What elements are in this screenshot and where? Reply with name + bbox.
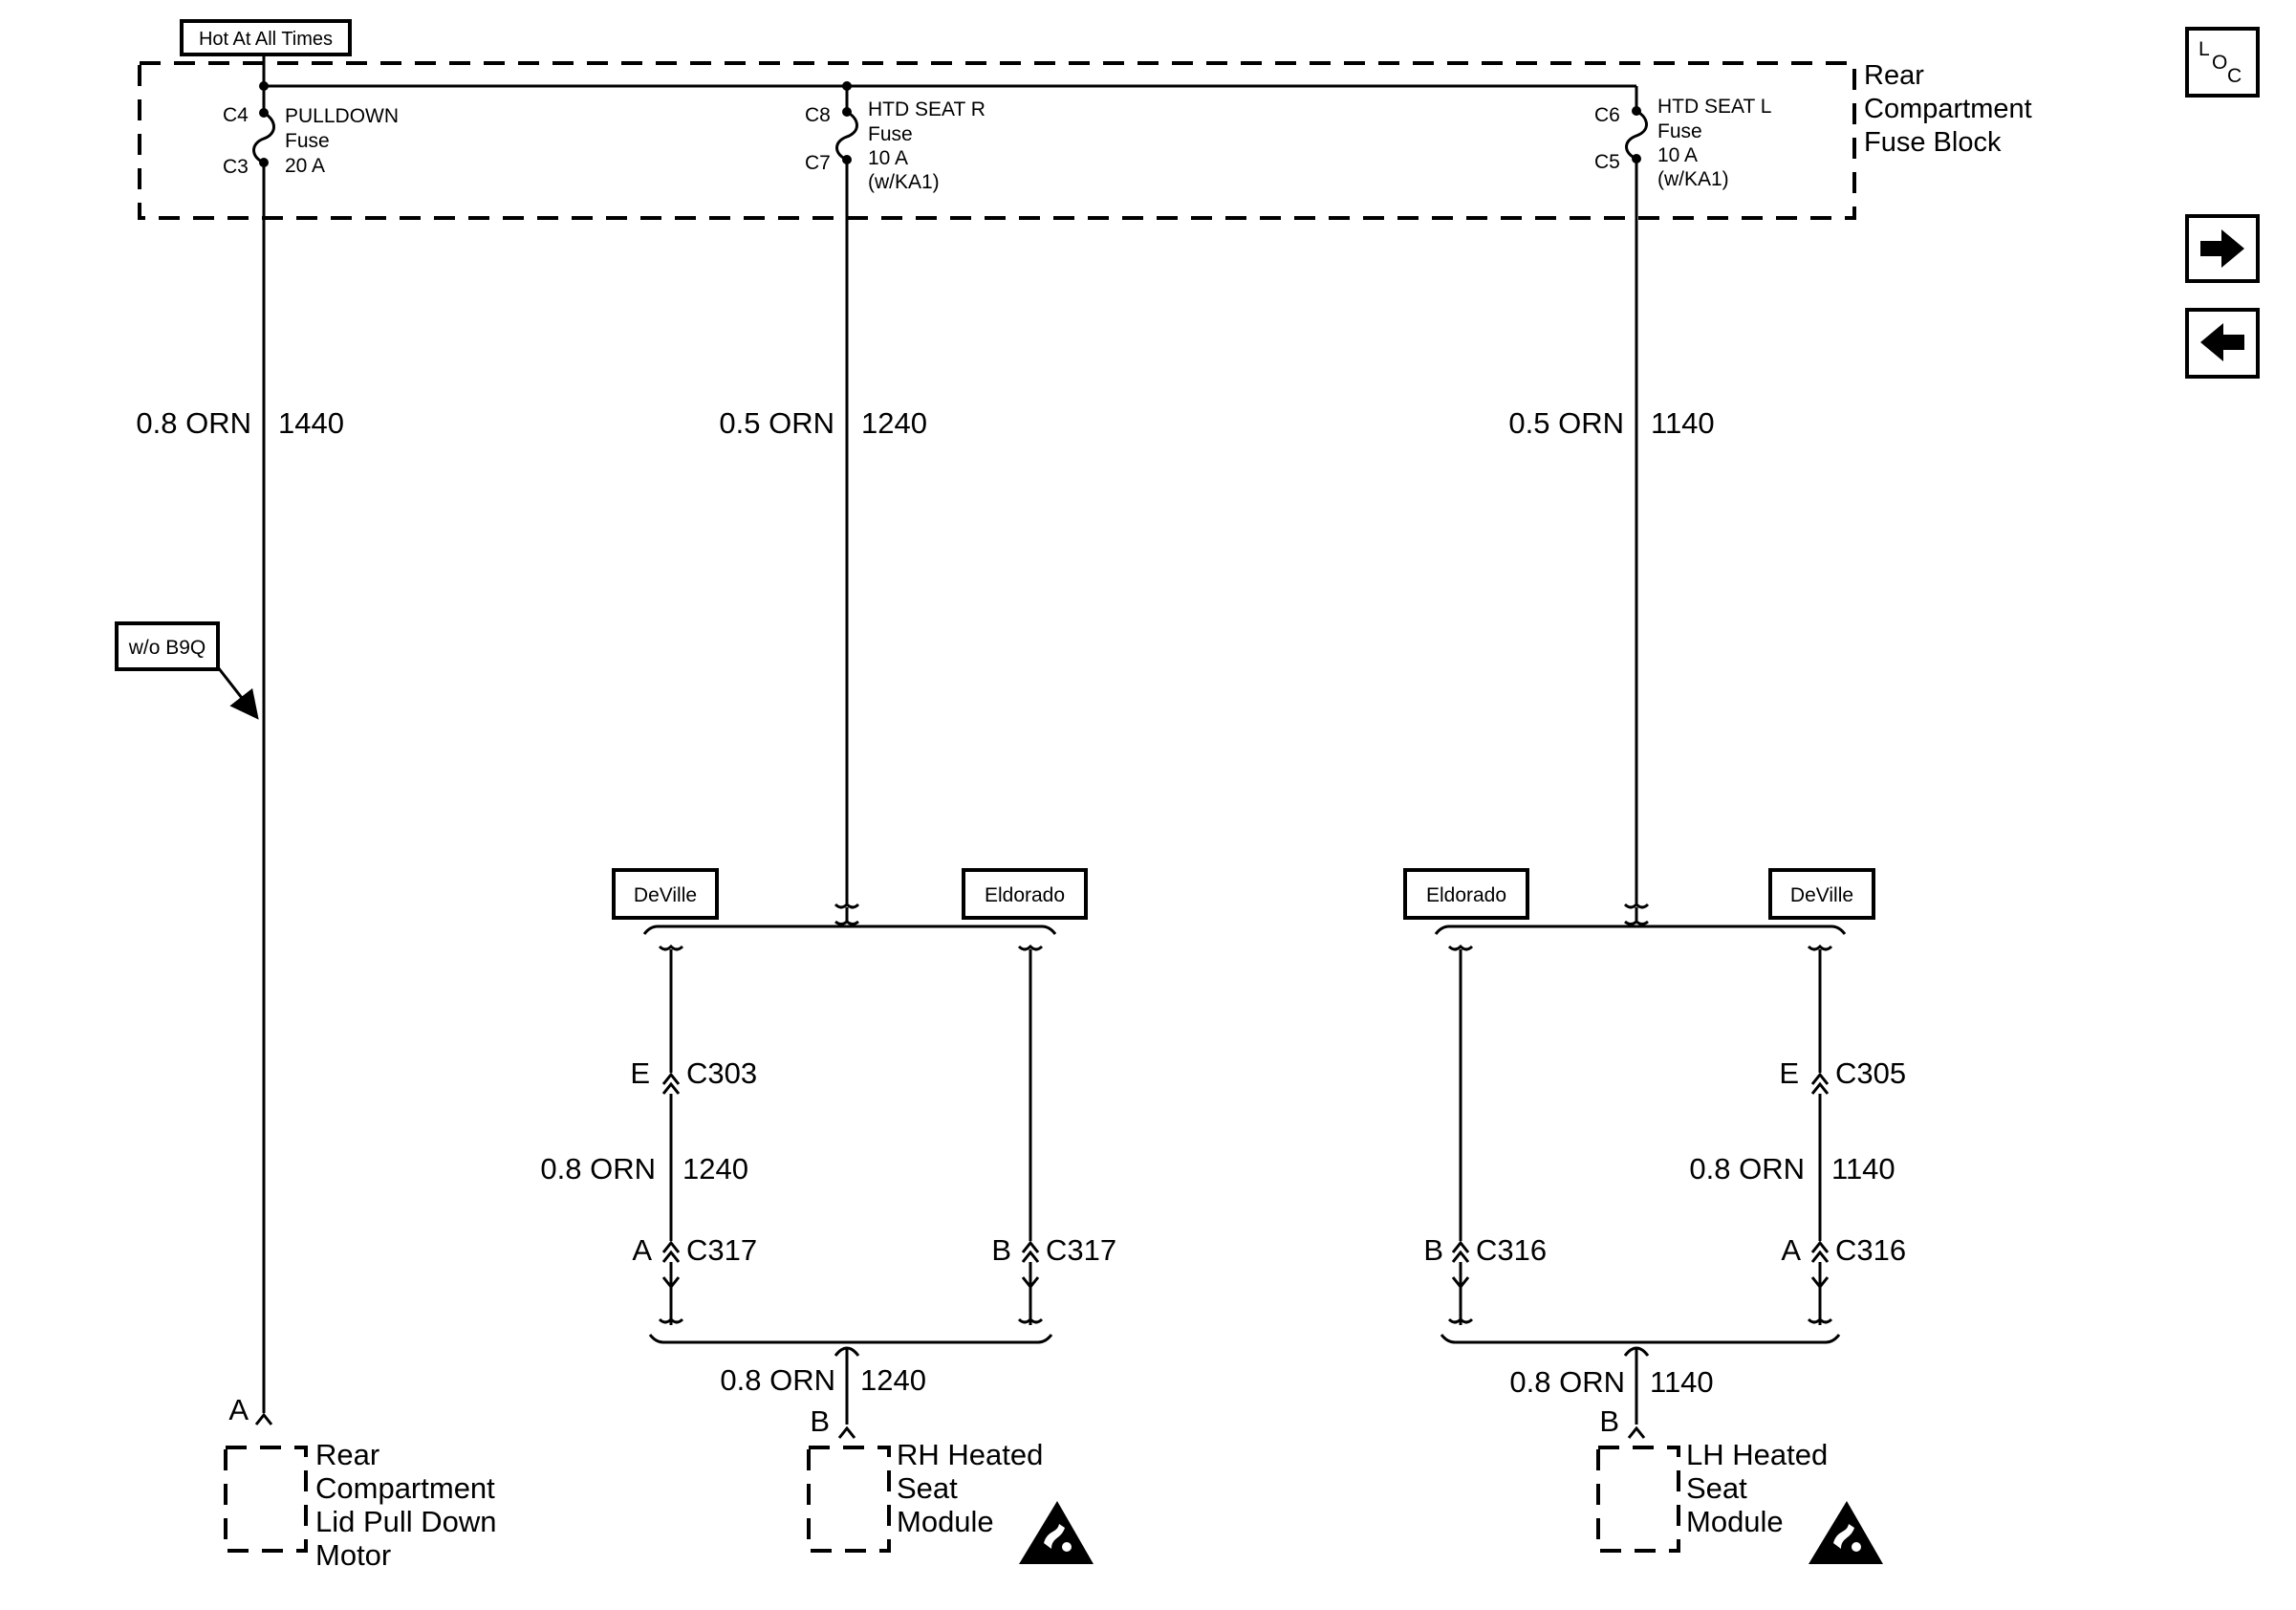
rh-seat-label-3: Module bbox=[897, 1505, 994, 1538]
fuse-block-label-2: Compartment bbox=[1864, 94, 2032, 124]
seat-r-mid-circuit: 1240 bbox=[682, 1152, 748, 1186]
variant-label-left-deville: DeVille bbox=[1790, 884, 1853, 906]
left-arrow-icon bbox=[2200, 323, 2244, 361]
motor-label-1: Rear bbox=[315, 1438, 379, 1471]
seat-r-lower-join bbox=[648, 1334, 1053, 1439]
lh-seat-label-1: LH Heated bbox=[1686, 1438, 1828, 1471]
seat-r-eldorado-path bbox=[1017, 944, 1044, 1325]
rh-seat-label-2: Seat bbox=[897, 1471, 958, 1505]
lh-seat-outline bbox=[1596, 1446, 1680, 1553]
loc-icon-o: O bbox=[2212, 52, 2227, 74]
seat-r-low-circuit: 1240 bbox=[860, 1363, 926, 1397]
htd-seat-r-fuse-rating: 10 A bbox=[868, 147, 908, 169]
option-arrow bbox=[216, 666, 259, 720]
htd-seat-r-fuse bbox=[835, 81, 858, 164]
motor-pin: A bbox=[228, 1393, 249, 1426]
seat-r-upper-split bbox=[642, 902, 1057, 935]
rh-seat-pin: B bbox=[810, 1404, 830, 1438]
hot-at-all-times-box bbox=[180, 19, 352, 56]
seat-r-wire-gauge: 0.5 ORN bbox=[719, 406, 834, 440]
variant-label-right-deville: DeVille bbox=[634, 884, 697, 906]
seat-r-low-gauge: 0.8 ORN bbox=[720, 1363, 835, 1397]
htd-seat-l-fuse-option: (w/KA1) bbox=[1657, 168, 1729, 190]
pulldown-fuse-in-pin: C4 bbox=[223, 104, 249, 126]
loc-icon-l: L bbox=[2199, 38, 2210, 60]
seat-l-mid-circuit: 1140 bbox=[1831, 1152, 1895, 1186]
htd-seat-l-fuse-rating: 10 A bbox=[1657, 144, 1698, 166]
c303-pin: E bbox=[630, 1056, 650, 1090]
htd-seat-r-out-pin: C7 bbox=[805, 152, 831, 174]
lh-seat-label-3: Module bbox=[1686, 1505, 1784, 1538]
seat-l-mid-gauge: 0.8 ORN bbox=[1689, 1152, 1805, 1186]
htd-seat-l-out-pin: C5 bbox=[1594, 151, 1620, 173]
htd-seat-r-fuse-option: (w/KA1) bbox=[868, 171, 940, 193]
seat-l-wire-circuit: 1140 bbox=[1651, 406, 1715, 440]
c305-pin: E bbox=[1779, 1056, 1799, 1090]
htd-seat-l-fuse-type: Fuse bbox=[1657, 120, 1702, 142]
pulldown-fuse-out-pin: C3 bbox=[223, 156, 249, 178]
loc-icon-c: C bbox=[2227, 65, 2242, 87]
option-label: w/o B9Q bbox=[128, 637, 206, 659]
c317b-pin: B bbox=[991, 1233, 1011, 1267]
c305-label: C305 bbox=[1835, 1056, 1906, 1090]
pulldown-fuse-rating: 20 A bbox=[285, 155, 325, 177]
motor-outline bbox=[224, 1446, 308, 1553]
seat-r-deville-path bbox=[658, 944, 684, 1325]
seat-l-upper-split bbox=[1434, 902, 1847, 935]
seat-r-mid-gauge: 0.8 ORN bbox=[540, 1152, 656, 1186]
variant-box-right-deville bbox=[612, 868, 719, 920]
previous-page-button[interactable] bbox=[2185, 308, 2260, 379]
c303-label: C303 bbox=[686, 1056, 757, 1090]
variant-label-right-eldorado: Eldorado bbox=[985, 884, 1065, 906]
variant-box-right-eldorado bbox=[962, 868, 1088, 920]
c316b-label: C316 bbox=[1476, 1233, 1547, 1267]
htd-seat-l-in-pin: C6 bbox=[1594, 104, 1620, 126]
fuse-block-label-3: Fuse Block bbox=[1864, 127, 2002, 158]
option-box bbox=[115, 621, 220, 671]
pulldown-wire-circuit: 1440 bbox=[278, 406, 344, 440]
next-page-button[interactable] bbox=[2185, 214, 2260, 283]
esd-warning-icon bbox=[1809, 1501, 1883, 1564]
seat-l-low-circuit: 1140 bbox=[1650, 1365, 1714, 1399]
variant-box-left-eldorado bbox=[1403, 868, 1529, 920]
variant-box-left-deville bbox=[1768, 868, 1875, 920]
lh-seat-pin: B bbox=[1599, 1404, 1619, 1438]
motor-pin-terminal bbox=[254, 1412, 273, 1425]
loc-button[interactable]: L O C bbox=[2185, 27, 2260, 98]
seat-r-wire-circuit: 1240 bbox=[861, 406, 927, 440]
htd-seat-l-fuse-name: HTD SEAT L bbox=[1657, 96, 1771, 118]
c316a-label: C316 bbox=[1835, 1233, 1906, 1267]
pulldown-fuse bbox=[252, 86, 275, 167]
esd-warning-icon bbox=[1019, 1501, 1094, 1564]
hot-at-all-times-label: Hot At All Times bbox=[199, 29, 333, 50]
htd-seat-r-fuse-type: Fuse bbox=[868, 123, 913, 145]
seat-l-lower-join bbox=[1440, 1334, 1841, 1439]
motor-label-2: Compartment bbox=[315, 1471, 495, 1505]
htd-seat-r-in-pin: C8 bbox=[805, 104, 831, 126]
motor-label-3: Lid Pull Down bbox=[315, 1505, 497, 1538]
right-arrow-icon bbox=[2200, 229, 2244, 268]
c317a-label: C317 bbox=[686, 1233, 757, 1267]
seat-l-eldorado-path bbox=[1447, 944, 1474, 1325]
pulldown-wire-gauge: 0.8 ORN bbox=[136, 406, 251, 440]
htd-seat-l-fuse bbox=[1625, 86, 1648, 163]
fuse-block-label-1: Rear bbox=[1864, 60, 1924, 91]
c317a-pin: A bbox=[632, 1233, 652, 1267]
lh-seat-label-2: Seat bbox=[1686, 1471, 1747, 1505]
c316b-pin: B bbox=[1423, 1233, 1443, 1267]
rh-seat-label-1: RH Heated bbox=[897, 1438, 1043, 1471]
rh-seat-outline bbox=[807, 1446, 891, 1553]
variant-label-left-eldorado: Eldorado bbox=[1426, 884, 1506, 906]
pulldown-fuse-name: PULLDOWN bbox=[285, 105, 399, 127]
c316a-pin: A bbox=[1781, 1233, 1801, 1267]
c317b-label: C317 bbox=[1046, 1233, 1116, 1267]
seat-l-deville-path bbox=[1807, 944, 1833, 1325]
htd-seat-r-fuse-name: HTD SEAT R bbox=[868, 98, 986, 120]
fuse-block-outline bbox=[138, 61, 1856, 220]
pulldown-fuse-type: Fuse bbox=[285, 130, 330, 152]
seat-l-low-gauge: 0.8 ORN bbox=[1509, 1365, 1625, 1399]
seat-l-wire-gauge: 0.5 ORN bbox=[1508, 406, 1624, 440]
motor-label-4: Motor bbox=[315, 1538, 391, 1572]
